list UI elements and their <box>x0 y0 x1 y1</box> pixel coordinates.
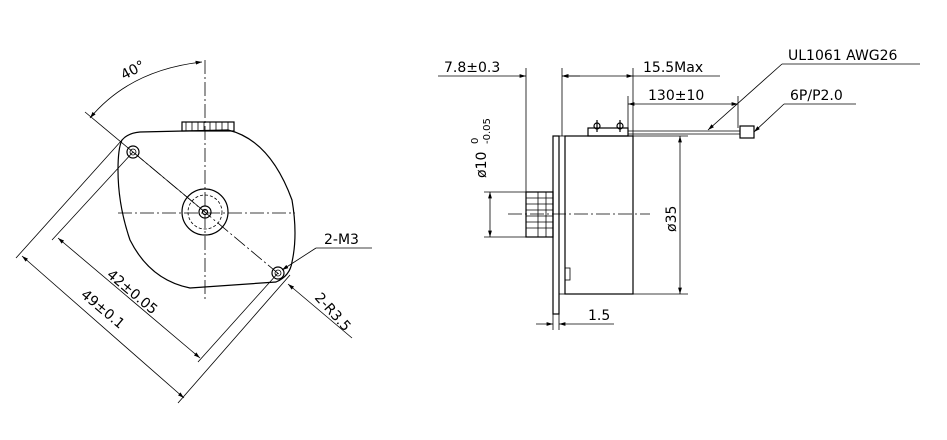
boss-diameter-label: ø10 0 -0.05 <box>470 118 493 178</box>
gear-root <box>187 194 223 230</box>
side-view: 7.8±0.3 15.5Max 130±10 UL1061 AWG26 6P/P… <box>438 48 920 330</box>
connector <box>739 125 755 139</box>
flange-thickness-label: 1.5 <box>588 308 610 324</box>
flange-outline <box>117 129 296 289</box>
shaft-center <box>201 208 209 216</box>
angle-extension <box>84 111 206 213</box>
svg-text:-0.05: -0.05 <box>482 118 493 144</box>
shaft <box>198 205 212 219</box>
svg-text:0: 0 <box>470 138 481 144</box>
gear-boss <box>525 191 554 238</box>
wire-label: UL1061 AWG26 <box>788 48 898 64</box>
thread-label: 2-M3 <box>324 232 359 248</box>
gear-outer <box>181 188 229 236</box>
front-view: 40° 42±0.05 49±0.1 2-M3 2-R3.5 <box>15 58 372 404</box>
boss-length-label: 7.8±0.3 <box>444 60 500 76</box>
lead-wire <box>628 130 740 135</box>
connector-label: 6P/P2.0 <box>790 88 843 104</box>
corner-radius-label: 2-R3.5 <box>311 290 354 335</box>
side-terminal <box>587 127 629 137</box>
lead-length-label: 130±10 <box>648 88 704 104</box>
terminal-block <box>181 121 235 132</box>
svg-text:ø10: ø10 <box>474 152 490 178</box>
flange-plate <box>552 135 560 315</box>
angle-arc <box>89 60 203 119</box>
body-length-label: 15.5Max <box>643 60 703 76</box>
mount-hole-bottom <box>271 266 285 280</box>
mount-hole-top <box>126 145 140 159</box>
flange-width-dimension <box>21 255 185 399</box>
motor-body <box>564 135 634 295</box>
body-diameter-label: ø35 <box>664 206 680 232</box>
flange-width-label: 49±0.1 <box>77 287 127 333</box>
angle-label: 40° <box>118 58 147 84</box>
